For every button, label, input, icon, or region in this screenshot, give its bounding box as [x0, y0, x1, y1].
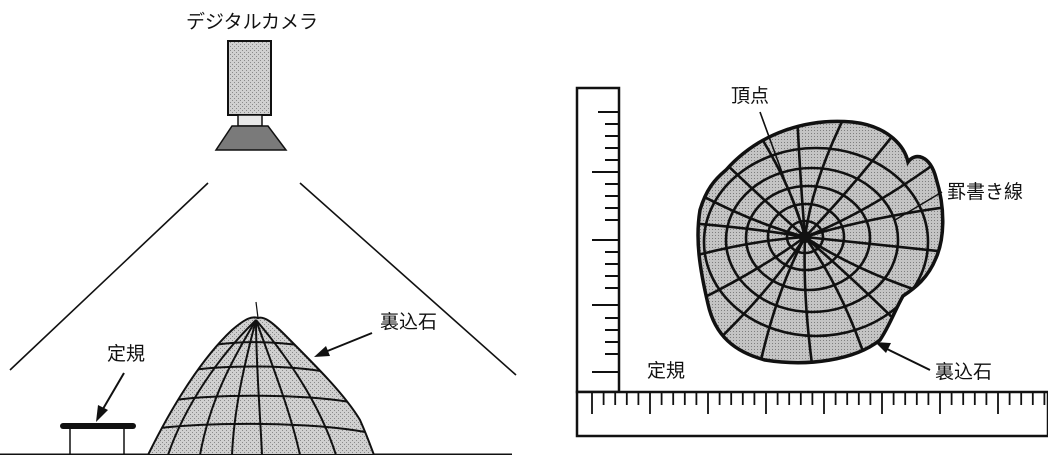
right-panel: 頂点 罫書き線 定規 裏込石 — [575, 85, 1048, 438]
scribe-radial-line — [803, 236, 816, 363]
scribe-line-label: 罫書き線 — [947, 181, 1023, 203]
stone-arrow-right — [875, 342, 931, 371]
view-line-left — [9, 182, 209, 371]
ruler-stand — [60, 423, 136, 455]
stone-plan — [696, 119, 945, 365]
vertical-ruler — [575, 86, 621, 394]
camera-icon — [214, 40, 288, 151]
scribe-radial-line — [804, 235, 943, 256]
scribe-radial-line — [697, 218, 806, 239]
ruler-arrow-left — [96, 372, 125, 422]
left-panel: デジタルカメラ 定規 — [0, 11, 517, 455]
horizontal-ruler — [575, 390, 1048, 438]
stone-label-right: 裏込石 — [935, 361, 992, 383]
view-line-right — [299, 182, 517, 376]
apex-label: 頂点 — [731, 85, 769, 107]
stone-arrow-left — [314, 332, 373, 357]
scribe-radial-line — [757, 236, 807, 363]
scribe-radial-line — [697, 235, 806, 271]
ruler-label-left: 定規 — [107, 343, 145, 365]
scribe-radial-line — [803, 121, 853, 238]
apex-leader — [759, 111, 804, 231]
ruler-label-right: 定規 — [647, 360, 685, 382]
scribe-radial-line — [697, 172, 806, 239]
scribe-radial-line — [804, 159, 940, 239]
scribe-radial-line — [804, 124, 903, 238]
camera-label: デジタルカメラ — [186, 11, 318, 33]
scribe-leader — [894, 191, 943, 221]
scribe-radial-line — [697, 235, 806, 315]
scribe-radial-line — [803, 236, 870, 363]
stone-mound — [146, 301, 376, 455]
scribe-radial-line — [794, 121, 807, 238]
scribe-radial-line — [804, 203, 943, 239]
stone-label-left: 裏込石 — [380, 311, 437, 333]
